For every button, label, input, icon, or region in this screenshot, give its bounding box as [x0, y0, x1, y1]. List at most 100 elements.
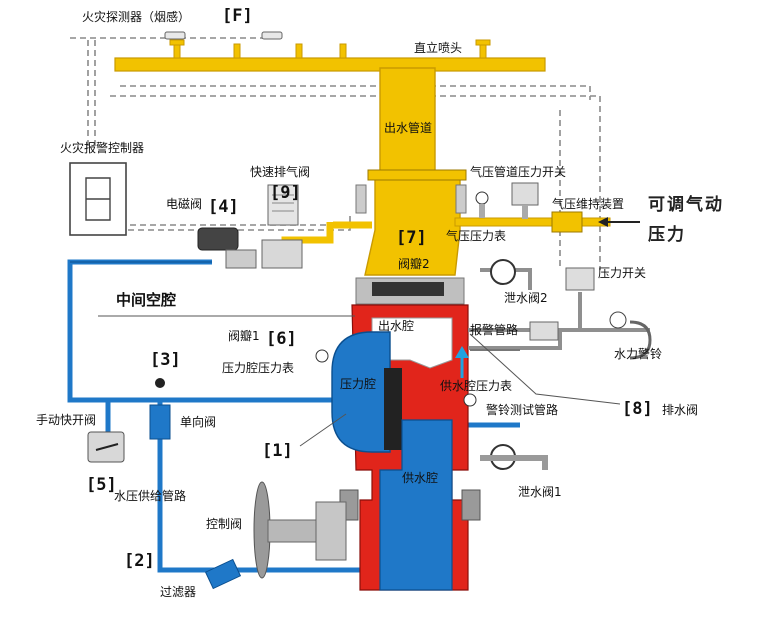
upright-sprinkler-label: 直立喷头 — [414, 40, 462, 55]
outlet-pipe-label: 出水管道 — [384, 120, 432, 135]
callout-9: [9] — [270, 183, 301, 203]
alarm-pipe-label: 报警管路 — [470, 322, 518, 337]
alarm-valve-fitting — [529, 321, 559, 341]
labels: 火灾探测器（烟感） [F] 直立喷头 火灾报警控制器 出水管道 快速排气阀 [9… — [36, 6, 724, 599]
supply-chamber-gauge-label: 供水腔压力表 — [440, 378, 512, 393]
solenoid-valve-label: 电磁阀 — [166, 196, 202, 211]
solenoid-line — [197, 184, 372, 269]
pressure-switch-label: 压力开关 — [598, 266, 646, 280]
air-gauge-stem — [479, 204, 485, 218]
riser-bolt-right — [455, 184, 467, 214]
pressure-chamber-gauge-icon — [315, 349, 329, 363]
dashed-lines — [70, 37, 601, 270]
water-motor-gong-label: 水力警铃 — [614, 346, 662, 361]
blue-left-loop — [67, 259, 340, 403]
drain-valve-1-pipe — [480, 455, 548, 470]
air-inlet-arrow-head — [598, 217, 608, 227]
supply-chamber-body — [379, 419, 453, 591]
callout-7: [7] — [396, 228, 427, 248]
pressure-chamber-dome — [331, 331, 391, 453]
sprinkler-head — [173, 43, 181, 59]
pressure-switch-icon — [565, 267, 595, 291]
dashed-controller-line-2 — [128, 215, 351, 231]
alarm-test-pipe-label: 警铃测试管路 — [486, 402, 558, 417]
air-maintenance-device-label: 气压维持装置 — [552, 196, 624, 211]
water-motor-gong-icon — [609, 311, 627, 329]
strainer-icon — [204, 558, 242, 590]
drain-valve-2-icon — [490, 259, 516, 285]
drain-valve-1-label: 泄水阀1 — [518, 485, 562, 499]
leader-8 — [469, 333, 621, 405]
smoke-detector-icon — [261, 31, 283, 40]
valve-body — [331, 277, 481, 591]
quick-exhaust-valve-label: 快速排气阀 — [250, 164, 310, 179]
alarm-pipe-branch — [468, 330, 562, 350]
sprinkler-main — [114, 31, 546, 72]
air-supply-pipe — [454, 217, 611, 227]
outlet-chamber-label: 出水腔 — [378, 318, 414, 333]
air-gauge-icon — [475, 191, 489, 205]
sprinkler-head — [339, 43, 347, 59]
sprinkler-main-pipe — [114, 57, 546, 72]
fire-alarm-controller-label: 火灾报警控制器 — [60, 140, 144, 155]
leader-lines — [98, 315, 621, 447]
trim-fittings — [315, 259, 652, 470]
bottom-flange-right — [461, 489, 481, 521]
pressure-chamber-gauge-label: 压力腔压力表 — [222, 360, 294, 375]
controller-display — [85, 177, 111, 221]
callout-2: [2] — [124, 551, 155, 571]
sprinkler-head-cap — [475, 39, 491, 46]
middle-chamber-label: 中间空腔 — [116, 291, 176, 309]
air-pressure-switch-stem — [522, 205, 528, 219]
sprinkler-head-cap — [169, 39, 185, 46]
sprinkler-head — [233, 43, 241, 59]
clapper-1-shape — [384, 368, 402, 450]
fire-detector-label: 火灾探测器（烟感） — [82, 9, 190, 24]
control-valve-bonnet — [315, 501, 347, 561]
dashed-air-line-2 — [120, 85, 591, 100]
manual-quick-open-valve-label: 手动快开阀 — [36, 413, 96, 427]
quick-exhaust-coil — [272, 194, 294, 212]
check-valve-knob — [155, 378, 165, 388]
check-valve-icon — [149, 404, 171, 440]
quick-exhaust-valve-icon — [267, 184, 299, 226]
callout-3: [3] — [150, 350, 181, 370]
air-pressure-switch-icon — [511, 182, 539, 206]
leader-1 — [299, 413, 347, 447]
blue-supply-pipe — [157, 400, 388, 573]
solenoid-valve-icon — [197, 227, 239, 251]
callout-F: [F] — [222, 6, 253, 26]
pressure-chamber-label: 压力腔 — [340, 376, 376, 391]
supply-gauge-icon — [463, 393, 477, 407]
adjustable-air-pressure-label-1: 可调气动 — [648, 194, 724, 215]
left-devices — [69, 162, 347, 590]
manual-lever — [95, 443, 119, 451]
check-valve-label: 单向阀 — [180, 414, 216, 429]
adjustable-air-pressure-label-2: 压力 — [648, 224, 686, 245]
air-maintenance-device-icon — [551, 211, 583, 233]
riser-flange — [367, 169, 467, 181]
air-pressure-gauge-label: 气压压力表 — [446, 228, 506, 243]
smoke-detector-icon — [164, 31, 186, 40]
drain-valve-label: 排水阀 — [662, 403, 698, 417]
flow-arrow-head — [455, 346, 469, 358]
quick-exhaust-body — [261, 239, 303, 269]
callout-8: [8] — [622, 399, 653, 419]
callout-5: [5] — [86, 475, 117, 495]
control-valve-label: 控制阀 — [206, 517, 242, 531]
callout-1: [1] — [262, 441, 293, 461]
dashed-air-line — [110, 95, 601, 270]
callout-4: [4] — [208, 197, 239, 217]
riser-bolt-left — [355, 184, 367, 214]
clapper-1-label: 阀瓣1 — [228, 329, 260, 343]
outlet-riser — [355, 67, 467, 276]
callout-6: [6] — [266, 329, 297, 349]
drain-valve-2-label: 泄水阀2 — [504, 291, 548, 305]
supply-chamber-label: 供水腔 — [402, 470, 438, 485]
clapper-2-shape — [372, 282, 444, 296]
solenoid-body — [225, 249, 257, 269]
air-pressure-switch-label: 气压管道压力开关 — [470, 164, 566, 179]
sprinkler-head — [295, 43, 303, 59]
